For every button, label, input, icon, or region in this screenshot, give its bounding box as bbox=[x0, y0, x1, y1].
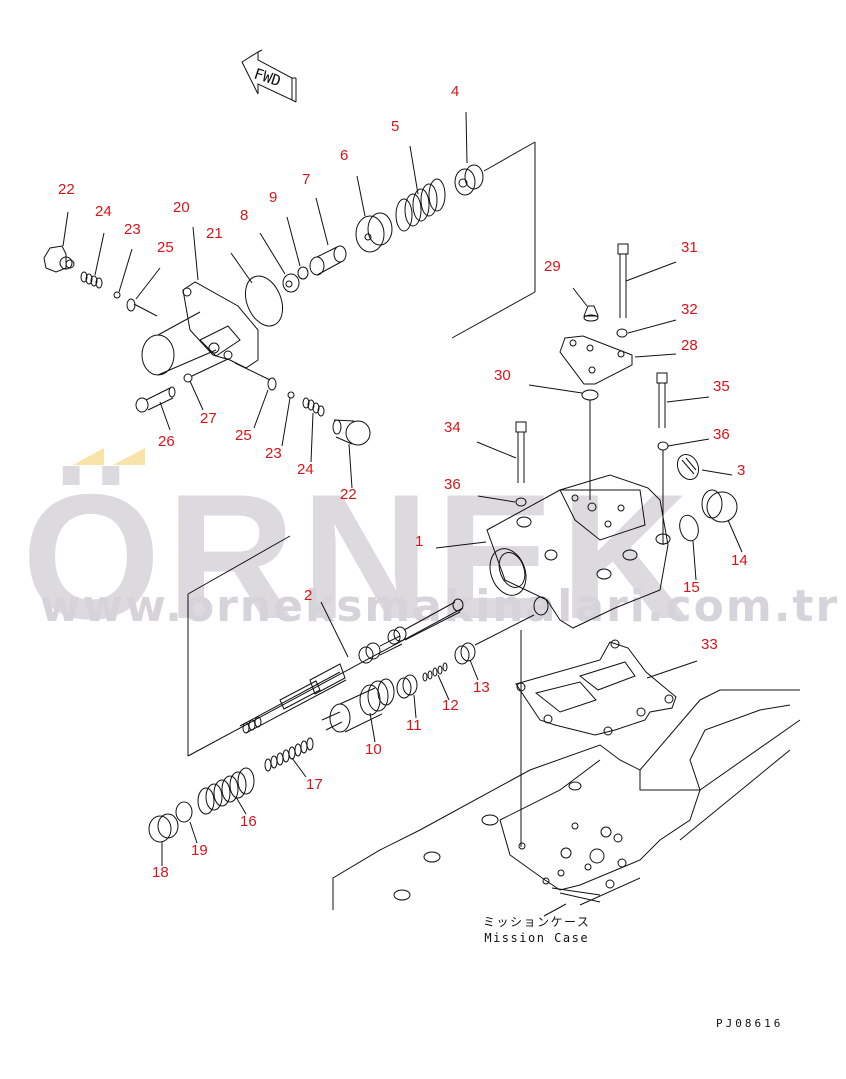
part-24-spring-bottom bbox=[302, 397, 325, 463]
callout-c25b: 25 bbox=[235, 427, 252, 444]
part-20-cover bbox=[141, 226, 259, 376]
callout-c8: 8 bbox=[240, 207, 249, 224]
part-15-o-ring bbox=[679, 514, 699, 581]
callout-c21: 21 bbox=[206, 225, 223, 242]
callout-c36b: 36 bbox=[444, 476, 461, 493]
part-13-plug bbox=[454, 614, 535, 681]
part-23-ball-bottom bbox=[281, 391, 295, 447]
callout-c34: 34 bbox=[444, 419, 461, 436]
mission-case-caption: ミッションケース Mission Case bbox=[483, 914, 590, 946]
part-3-strainer bbox=[676, 453, 733, 481]
callout-c29: 29 bbox=[544, 258, 561, 275]
part-17-spring bbox=[264, 737, 314, 778]
part-14-plug bbox=[701, 489, 743, 553]
callout-c20: 20 bbox=[173, 199, 190, 216]
callout-c24b: 24 bbox=[297, 461, 314, 478]
part-31-bolt bbox=[617, 243, 677, 318]
callout-c4: 4 bbox=[451, 83, 460, 100]
callout-c30: 30 bbox=[494, 367, 511, 384]
callout-c7: 7 bbox=[302, 171, 311, 188]
callout-c23a: 23 bbox=[124, 221, 141, 238]
part-36-washer-right bbox=[657, 438, 710, 545]
callout-c12: 12 bbox=[442, 697, 459, 714]
callout-c17: 17 bbox=[306, 776, 323, 793]
mission-case-label-en: Mission Case bbox=[484, 931, 590, 946]
callout-c3: 3 bbox=[737, 462, 746, 479]
callout-c22b: 22 bbox=[340, 486, 357, 503]
callout-c10: 10 bbox=[365, 741, 382, 758]
part-36-washer-left bbox=[477, 495, 527, 507]
upper-group-bracket bbox=[451, 141, 536, 339]
part-29-breather bbox=[572, 287, 599, 322]
part-4-plug bbox=[454, 111, 484, 196]
callout-c33: 33 bbox=[701, 636, 718, 653]
callout-c6: 6 bbox=[340, 147, 349, 164]
part-6-retainer bbox=[355, 175, 393, 253]
part-11-piston bbox=[396, 674, 418, 719]
callout-c31: 31 bbox=[681, 239, 698, 256]
part-32-washer bbox=[616, 319, 677, 338]
part-16-spring bbox=[197, 767, 255, 815]
callout-c13: 13 bbox=[473, 679, 490, 696]
part-2-spool bbox=[239, 598, 464, 734]
part-22-plug-bottom bbox=[332, 419, 371, 489]
lower-group-bracket bbox=[187, 535, 464, 757]
callout-c14: 14 bbox=[731, 552, 748, 569]
part-23-ball-top bbox=[113, 248, 133, 299]
part-8-nut bbox=[259, 232, 300, 293]
part-25-pin-top bbox=[126, 267, 161, 317]
callout-c2: 2 bbox=[304, 587, 313, 604]
mission-case-label-jp: ミッションケース bbox=[483, 915, 591, 929]
callout-c35: 35 bbox=[713, 378, 730, 395]
callout-c23b: 23 bbox=[265, 445, 282, 462]
callout-c1: 1 bbox=[415, 533, 424, 550]
callout-c16: 16 bbox=[240, 813, 257, 830]
callout-c27: 27 bbox=[200, 410, 217, 427]
callout-c26: 26 bbox=[158, 433, 175, 450]
part-30-o-ring bbox=[528, 384, 599, 500]
part-10-piston bbox=[321, 678, 395, 743]
part-34-bolt bbox=[476, 421, 527, 483]
part-19-o-ring bbox=[175, 801, 198, 844]
part-26-bolt bbox=[135, 386, 176, 431]
callout-c19: 19 bbox=[191, 842, 208, 859]
callout-c22a: 22 bbox=[58, 181, 75, 198]
part-12-spring bbox=[422, 662, 450, 701]
part-5-spring bbox=[395, 145, 446, 232]
part-35-bolt bbox=[656, 372, 710, 428]
part-27-washer bbox=[183, 358, 229, 411]
callout-c28: 28 bbox=[681, 337, 698, 354]
part-18-cap bbox=[148, 813, 179, 866]
callout-c32: 32 bbox=[681, 301, 698, 318]
part-33-gasket bbox=[515, 630, 698, 847]
callout-c11: 11 bbox=[406, 717, 422, 734]
part-9-snap-ring bbox=[286, 216, 309, 280]
callout-c9: 9 bbox=[269, 189, 278, 206]
drawing-code: PJ08616 bbox=[716, 1017, 784, 1030]
mission-case-leader bbox=[543, 903, 567, 917]
fwd-arrow-icon: FWD bbox=[241, 49, 297, 103]
mission-case bbox=[332, 689, 801, 910]
part-1-valve-body bbox=[435, 474, 671, 629]
callout-c18: 18 bbox=[152, 864, 169, 881]
part-28-plate bbox=[559, 335, 677, 385]
callout-c5: 5 bbox=[391, 118, 400, 135]
callout-c15: 15 bbox=[683, 579, 700, 596]
part-21-o-ring bbox=[230, 252, 284, 327]
part-25-pin-bottom bbox=[234, 362, 277, 429]
part-22-plug-top bbox=[43, 211, 75, 273]
callout-c25a: 25 bbox=[157, 239, 174, 256]
callout-c24a: 24 bbox=[95, 203, 112, 220]
part-24-spring-top bbox=[80, 232, 105, 289]
callout-c36a: 36 bbox=[713, 426, 730, 443]
part-7-sleeve bbox=[309, 197, 347, 276]
